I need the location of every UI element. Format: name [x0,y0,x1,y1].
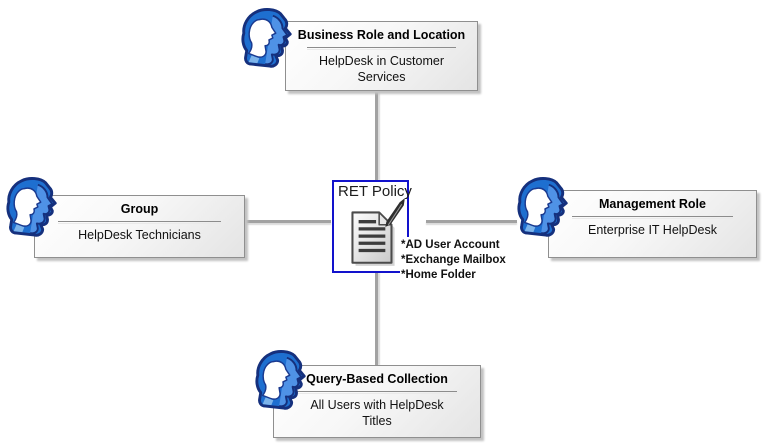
node-business-role-and-location: Business Role and Location HelpDesk in C… [285,21,478,91]
connector-top [375,91,378,180]
node-group: Group HelpDesk Technicians [34,195,245,258]
connector-bottom [375,273,378,365]
people-icon [515,176,573,238]
people-icon [4,176,62,238]
provision-item: *Exchange Mailbox [401,254,506,266]
provision-item: *AD User Account [401,239,500,251]
node-management-role: Management Role Enterprise IT HelpDesk [548,190,757,258]
node-title: Business Role and Location [297,28,466,42]
ret-policy-box: RET Policy [332,180,412,273]
node-subtitle: HelpDesk in Customer Services [318,54,445,84]
divider [57,221,221,224]
node-title: Management Role [599,197,706,211]
node-subtitle: HelpDesk Technicians [78,228,201,242]
divider [307,47,456,50]
ret-policy-title: RET Policy [338,183,412,200]
node-subtitle: Enterprise IT HelpDesk [588,223,717,237]
divider [296,391,458,394]
node-title: Query-Based Collection [306,372,448,386]
connector-right [426,220,517,223]
document-pencil-icon [340,195,406,271]
node-title: Group [120,202,159,216]
provision-item: *Home Folder [401,269,476,281]
provisioned-resources-list: *AD User Account *Exchange Mailbox *Home… [400,237,509,284]
node-subtitle: All Users with HelpDesk Titles [310,398,444,428]
divider [571,216,734,219]
people-icon [239,7,297,69]
connector-left [246,220,331,223]
people-icon [253,349,311,411]
node-query-based-collection: Query-Based Collection All Users with He… [273,365,481,438]
